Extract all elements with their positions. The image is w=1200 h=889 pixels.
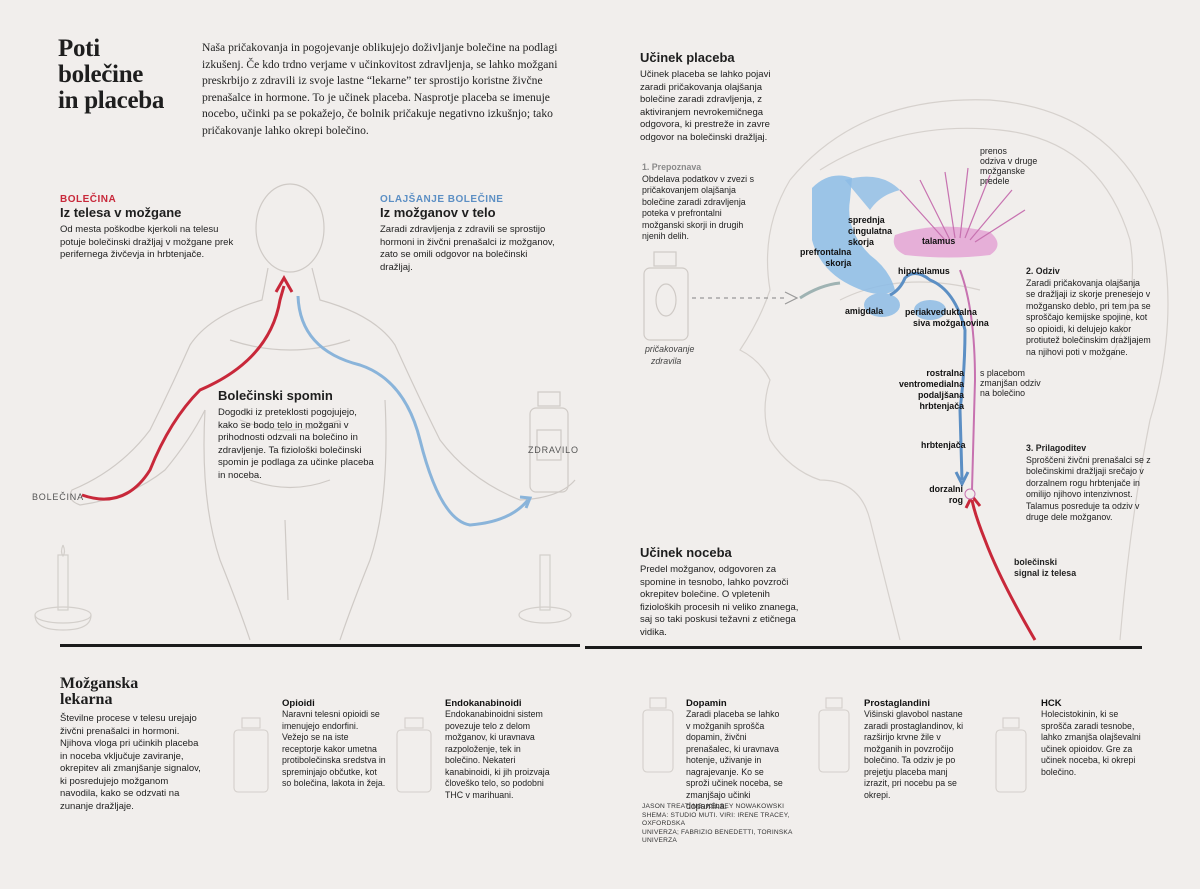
relief-arrow-head (519, 495, 533, 509)
step2-section: 2. Odziv Zaradi pričakovanja olajšanja s… (1026, 266, 1151, 358)
relief-title: Iz možganov v telo (380, 205, 496, 220)
ascending-pathway (959, 269, 977, 491)
relief-path (296, 295, 530, 527)
drug-bottle-illustration (529, 391, 569, 493)
prefrontal-region (812, 175, 895, 294)
expectation-label: pričakovanje zdravila (645, 344, 695, 366)
pain-text: Od mesta poškodbe kjerkoli na telesu pot… (60, 224, 234, 260)
pain-path (81, 285, 286, 501)
label-thalamus: talamus (922, 236, 956, 246)
label-pain-signal: bolečinski signal iz telesa (1014, 557, 1077, 578)
drug-figure-label: ZDRAVILO (528, 445, 579, 455)
pharmacy-item-opioids: Opioidi Naravni telesni opioidi se imenu… (282, 698, 386, 788)
page-title: Poti bolečine in placeba (58, 35, 165, 114)
step2-text: Zaradi pričakovanja olajšanja se dražlja… (1026, 277, 1151, 357)
nocebo-text: Predel možganov, odgovoren za spomine in… (640, 564, 799, 638)
label-spread: prenos odziva v druge možganske predele (980, 146, 1038, 186)
step1-section: 1. Prepoznava Obdelava podatkov v zvezi … (642, 162, 762, 243)
step1-title: 1. Prepoznava (642, 162, 702, 172)
amygdala-region (864, 293, 900, 317)
expectation-arrow-head (784, 291, 799, 305)
pharmacy-bottle-icons (233, 697, 1027, 793)
expectation-bottle-illustration (643, 251, 689, 341)
pharmacy-item-dopamine: Dopamin Zaradi placeba se lahko v možgan… (686, 698, 783, 811)
step3-section: 3. Prilagoditev Sproščeni živčni prenaša… (1026, 443, 1151, 524)
label-spinal: hrbtenjača (921, 440, 966, 450)
spread-arrows (899, 167, 1026, 243)
pain-arrow-head (274, 274, 294, 293)
label-anterior-cingulate: sprednja cingulatna skorja (848, 215, 892, 247)
pain-section: BOLEČINA Iz telesa v možgane Od mesta po… (60, 194, 240, 262)
memory-section: Bolečinski spomin Dogodki iz preteklosti… (218, 388, 378, 482)
step2-title: 2. Odziv (1026, 266, 1060, 276)
periaqueductal-region (914, 300, 946, 320)
pain-title: Iz telesa v možgane (60, 205, 182, 220)
head-illustration (739, 99, 1169, 641)
section-divider-left (60, 644, 580, 647)
label-periaqueductal: periakveduktalna siva možganovina (905, 307, 989, 328)
dorsal-horn-marker (964, 488, 976, 500)
relief-section: OLAJŠANJE BOLEČINE Iz možganov v telo Za… (380, 194, 560, 274)
pharmacy-item-endocannabinoids: Endokanabinoidi Endokanabinoidni sistem … (445, 698, 550, 800)
nocebo-title: Učinek noceba (640, 545, 732, 560)
nocebo-section: Učinek noceba Predel možganov, odgovoren… (640, 545, 810, 639)
memory-text: Dogodki iz preteklosti pogojujejo, kako … (218, 407, 374, 481)
cingulate-region (845, 176, 900, 210)
pain-signal-path (970, 499, 1037, 641)
placebo-text: Učinek placeba se lahko pojavi zaradi pr… (640, 69, 771, 143)
step1-text: Obdelava podatkov v zvezi s pričakovanje… (642, 173, 754, 242)
memory-title: Bolečinski spomin (218, 388, 333, 403)
label-prefrontal: prefrontalna skorja (800, 247, 852, 268)
section-divider-right (585, 646, 1142, 649)
pain-kicker: BOLEČINA (60, 194, 117, 205)
pharmacy-item-hck: HCK Holecistokinin, ki se sprošča zaradi… (1041, 698, 1141, 777)
relief-text: Zaradi zdravljenja z zdravili se sprosti… (380, 224, 555, 273)
label-amygdala: amigdala (845, 306, 884, 316)
relief-kicker: OLAJŠANJE BOLEČINE (380, 194, 504, 205)
descending-arrow-head (954, 471, 970, 488)
pharmacy-item-prostaglandins: Prostaglandini Višinski glavobol nastane… (864, 698, 964, 800)
pharmacy-text: Številne procese v telesu urejajo živčni… (60, 713, 201, 812)
step3-text: Sproščeni živčni prenašalci se z bolečin… (1026, 454, 1151, 523)
label-hypothalamus: hipotalamus (898, 266, 950, 276)
candle-illustration (34, 544, 572, 631)
pain-figure-label: BOLEČINA (32, 492, 84, 502)
thalamus-region (893, 226, 998, 258)
pharmacy-title: Možganska lekarna (60, 675, 139, 708)
descending-pathway (889, 272, 967, 481)
step3-title: 3. Prilagoditev (1026, 443, 1087, 453)
credits: JASON TREAT, NG, KELSEY NOWAKOWSKI SHEMA… (642, 803, 793, 845)
label-placebo-reduced: s placebom zmanjšan odziv na bolečino (980, 368, 1041, 398)
placebo-section: Učinek placeba Učinek placeba se lahko p… (640, 50, 790, 144)
placebo-title: Učinek placeba (640, 50, 735, 65)
label-rostral: rostralna ventromedialna podaljšana hrbt… (898, 368, 964, 411)
prefrontal-to-amygdala-arrow (799, 281, 841, 300)
intro-paragraph: Naša pričakovanja in pogojevanje oblikuj… (202, 41, 558, 137)
label-dorsal-horn: dorzalni rog (929, 484, 963, 505)
